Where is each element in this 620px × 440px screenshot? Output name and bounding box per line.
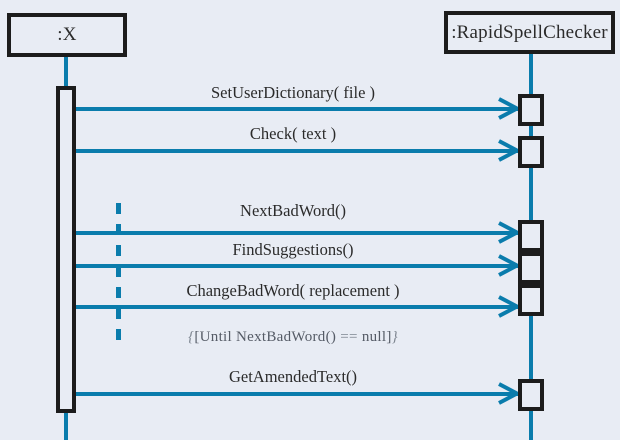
activation-box-getamendedtext [518,379,544,411]
iteration-dashed-marker [116,203,121,345]
activation-box-nextbadword [518,220,544,252]
activation-box-findsuggestions [518,252,544,284]
activation-box-changebadword [518,284,544,316]
message-line-findsuggestions [76,264,518,268]
object-label-x: :X [57,24,77,45]
constraint-text-end: null] [357,329,392,345]
message-label-setuserdictionary: SetUserDictionary( file ) [210,83,376,102]
message-label-check: Check( text ) [249,124,337,143]
activation-box-setuserdictionary [518,94,544,126]
constraint-open-brace: { [188,329,195,345]
message-label-findsuggestions: FindSuggestions() [232,240,354,259]
message-line-setuserdictionary [76,107,518,111]
message-label-getamendedtext: GetAmendedText() [228,367,358,386]
object-label-rapidspellchecker: :RapidSpellChecker [451,21,608,43]
object-box-rapidspellchecker[interactable]: :RapidSpellChecker [444,11,615,54]
constraint-close-brace: } [391,329,398,345]
iteration-constraint-label: {[Until NextBadWord() == null]} [188,329,398,346]
message-label-nextbadword: NextBadWord() [240,201,346,220]
message-label-changebadword: ChangeBadWord( replacement ) [186,281,400,300]
message-line-nextbadword [76,231,518,235]
constraint-operator: == [340,329,358,345]
message-line-check [76,149,518,153]
activation-bar-x [56,86,76,413]
constraint-text: [Until NextBadWord() [194,329,341,345]
message-line-changebadword [76,305,518,309]
activation-box-check [518,136,544,168]
object-box-x[interactable]: :X [7,13,127,57]
message-line-getamendedtext [76,392,518,396]
